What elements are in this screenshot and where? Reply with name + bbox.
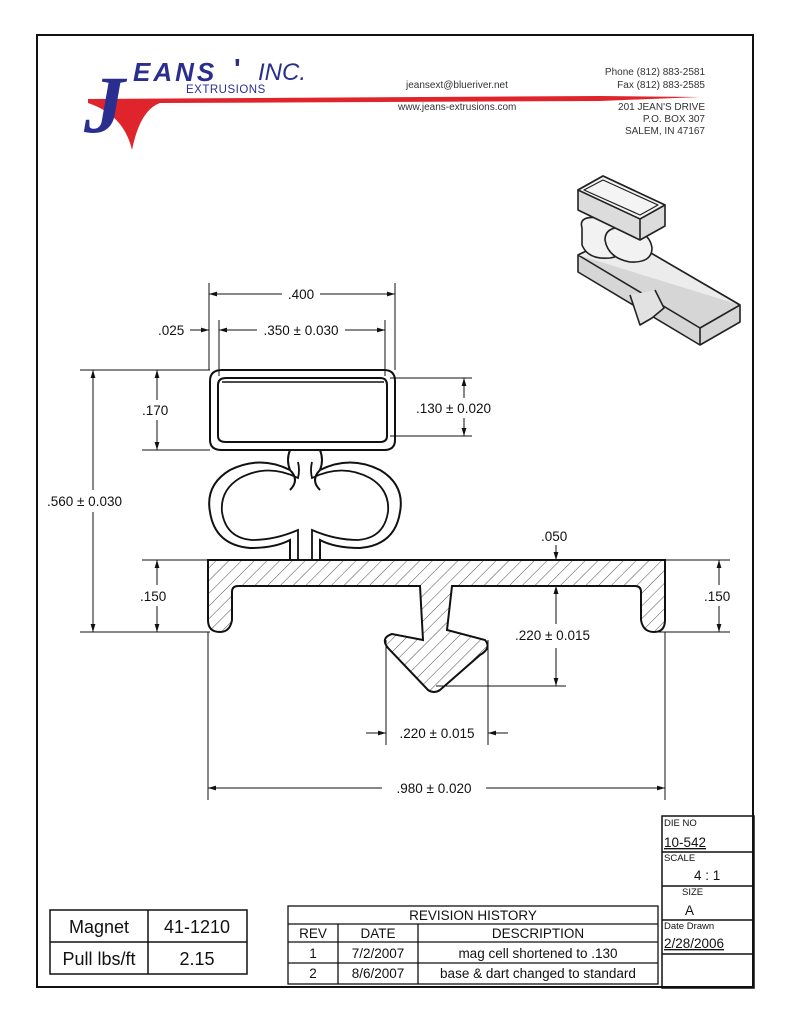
- dim-150-right: .150: [704, 589, 730, 604]
- company-phone: Phone (812) 883-2581: [605, 67, 706, 78]
- base-flange: [207, 559, 666, 693]
- date-drawn-label: Date Drawn: [664, 921, 714, 932]
- spec-value-magnet: 41-1210: [164, 917, 230, 937]
- company-inc: INC.: [258, 59, 306, 86]
- dim-150-left: .150: [140, 589, 166, 604]
- dim-400: .400: [288, 287, 314, 302]
- company-header: J EANS ' INC. EXTRUSIONS jeansext@blueri…: [83, 53, 705, 150]
- logo-swoosh: [88, 96, 700, 150]
- rev-header-description: DESCRIPTION: [492, 926, 584, 941]
- company-name: EANS: [133, 57, 217, 87]
- company-website: www.jeans-extrusions.com: [397, 102, 516, 113]
- dimension-labels: .400 .025 .350 ± 0.030 .170 .130 ± 0.020…: [47, 287, 730, 796]
- spec-value-pull: 2.15: [179, 949, 214, 969]
- rev-header-rev: REV: [299, 926, 327, 941]
- title-block: [661, 815, 755, 989]
- magnet-cell: [209, 369, 396, 451]
- dim-050: .050: [541, 529, 567, 544]
- dim-130: .130 ± 0.020: [416, 401, 491, 416]
- revision-title: REVISION HISTORY: [409, 908, 537, 923]
- date-drawn-value: 2/28/2006: [664, 936, 724, 951]
- dim-220-horizontal: .220 ± 0.015: [400, 726, 475, 741]
- profile-cross-section: [207, 369, 666, 693]
- rev-header-date: DATE: [360, 926, 395, 941]
- logo-letter: J: [83, 59, 128, 150]
- company-address1: 201 JEAN'S DRIVE: [618, 102, 705, 113]
- company-email: jeansext@blueriver.net: [405, 80, 508, 91]
- rev-2-rev: 2: [309, 966, 317, 981]
- rev-1-date: 7/2/2007: [352, 946, 405, 961]
- dim-220-vertical: .220 ± 0.015: [515, 628, 590, 643]
- rev-2-description: base & dart changed to standard: [440, 966, 636, 981]
- company-address2: P.O. BOX 307: [643, 114, 706, 125]
- rev-1-rev: 1: [309, 946, 317, 961]
- spec-label-magnet: Magnet: [69, 917, 129, 937]
- scale-value: 4 : 1: [694, 868, 720, 883]
- die-no-value: 10-542: [664, 835, 706, 850]
- company-address3: SALEM, IN 47167: [625, 126, 705, 137]
- company-apostrophe: ': [234, 53, 241, 84]
- bulb-chamber: [208, 461, 291, 560]
- spec-table: [49, 909, 248, 975]
- revision-table: [287, 905, 659, 985]
- rev-2-date: 8/6/2007: [352, 966, 405, 981]
- dim-560: .560 ± 0.030: [47, 494, 122, 509]
- dimensions: [80, 283, 730, 800]
- dim-980: .980 ± 0.020: [397, 781, 472, 796]
- isometric-view: [577, 175, 741, 346]
- dim-170: .170: [142, 403, 168, 418]
- rev-1-description: mag cell shortened to .130: [458, 946, 617, 961]
- company-fax: Fax (812) 883-2585: [617, 80, 705, 91]
- company-subtitle: EXTRUSIONS: [186, 84, 266, 96]
- spec-label-pull: Pull lbs/ft: [62, 949, 135, 969]
- drawing-frame: [36, 34, 754, 988]
- size-value: A: [685, 903, 694, 918]
- size-label: SIZE: [682, 887, 703, 898]
- dim-025: .025: [158, 323, 184, 338]
- die-no-label: DIE NO: [664, 818, 697, 829]
- dim-350: .350 ± 0.030: [264, 323, 339, 338]
- scale-label: SCALE: [664, 853, 695, 864]
